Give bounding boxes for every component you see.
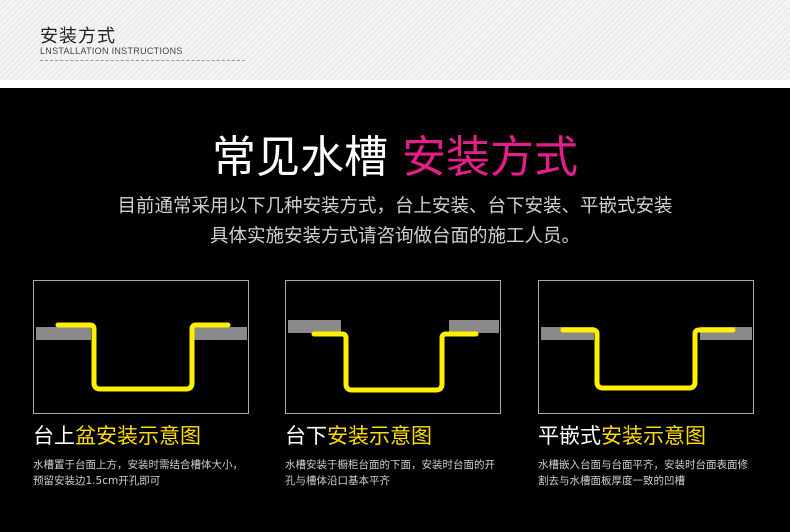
section-subtitle: LNSTALLATION INSTRUCTIONS	[40, 46, 183, 56]
countertop-left	[288, 320, 341, 333]
flush-mount-description: 水槽嵌入台面与台面平齐，安装时台面表面修割去与水槽面板厚度一致的凹槽	[538, 459, 748, 487]
top-mount-title: 台上盆安装示意图	[33, 424, 201, 448]
headline-white: 常见水槽	[212, 132, 388, 183]
top-mount-description: 水槽置于台面上方，安装时需结合槽体大小，预留安装边1.5cm开孔即可	[33, 459, 243, 487]
undermount-title: 台下安装示意图	[285, 424, 432, 448]
flush-mount-title: 平嵌式安装示意图	[538, 424, 706, 448]
countertop-right	[194, 327, 247, 340]
sink-outline	[55, 322, 231, 392]
countertop-left	[36, 327, 91, 340]
top-mount-illustration	[36, 322, 247, 392]
header-separator	[0, 80, 790, 88]
diagram-undermount	[285, 280, 501, 414]
section-title: 安装方式	[40, 26, 116, 47]
main-content: 常见水槽 安装方式 目前通常采用以下几种安装方式，台上安装、台下安装、平嵌式安装…	[0, 88, 790, 532]
page-headline: 常见水槽 安装方式	[0, 136, 790, 180]
header-divider	[40, 60, 245, 61]
section-header: 安装方式 LNSTALLATION INSTRUCTIONS	[0, 0, 790, 80]
undermount-description: 水槽安装于橱柜台面的下面，安装时台面的开孔与槽体沿口基本平齐	[285, 459, 495, 487]
countertop-right	[449, 320, 499, 333]
sink-outline	[560, 327, 736, 391]
sink-outline	[311, 331, 479, 393]
flush-mount-illustration	[541, 327, 752, 391]
intro-line-2: 具体实施安装方式请咨询做台面的施工人员。	[209, 226, 580, 247]
diagram-top-mount	[33, 280, 249, 414]
undermount-illustration	[288, 320, 499, 393]
headline-accent: 安装方式	[402, 132, 578, 183]
diagram-flush-mount	[538, 280, 754, 414]
intro-line-1: 目前通常采用以下几种安装方式，台上安装、台下安装、平嵌式安装	[117, 196, 673, 217]
